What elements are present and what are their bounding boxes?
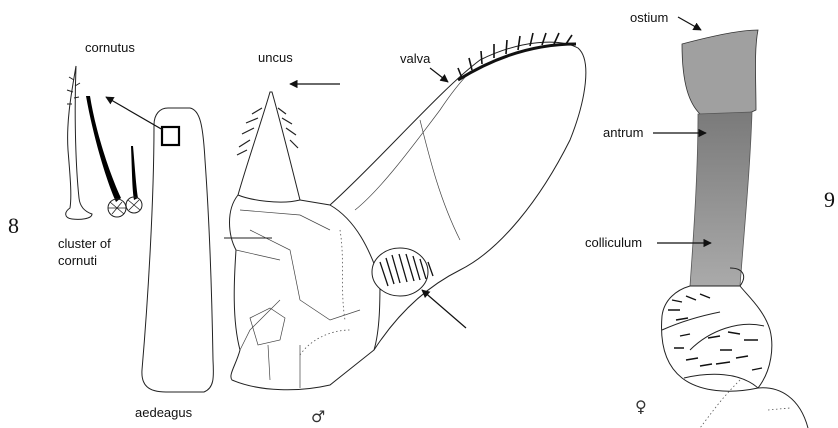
label-cornutus: cornutus: [85, 40, 135, 55]
figure-number-8: 8: [8, 213, 19, 238]
cornutus-arrow: [106, 97, 163, 130]
male-symbol: ♂: [311, 407, 325, 426]
cornutus-drawing: [66, 66, 92, 219]
label-antrum: antrum: [603, 125, 643, 140]
label-colliculum: colliculum: [585, 235, 642, 250]
male-genitalia-drawing: [224, 33, 586, 390]
aedeagus-inset-box: [162, 127, 179, 145]
aedeagus-drawing: [142, 108, 214, 392]
ostium-plate: [682, 30, 758, 117]
label-aedeagus: aedeagus: [135, 405, 193, 420]
cornuti-cluster-drawing: [86, 96, 142, 217]
ostium-arrow: [678, 17, 701, 30]
valva-arrow: [430, 68, 448, 82]
label-uncus: uncus: [258, 50, 293, 65]
label-ostium: ostium: [630, 10, 668, 25]
label-cluster-line-2: cornuti: [58, 253, 97, 268]
figure-number-9: 9: [824, 187, 835, 212]
label-valva: valva: [400, 51, 431, 66]
label-cluster-line-1: cluster of: [58, 236, 111, 251]
antrum-duct: [690, 112, 752, 286]
female-symbol: ♀: [635, 397, 647, 416]
clasper-arrow: [422, 290, 466, 328]
female-genitalia-drawing: [662, 30, 808, 428]
